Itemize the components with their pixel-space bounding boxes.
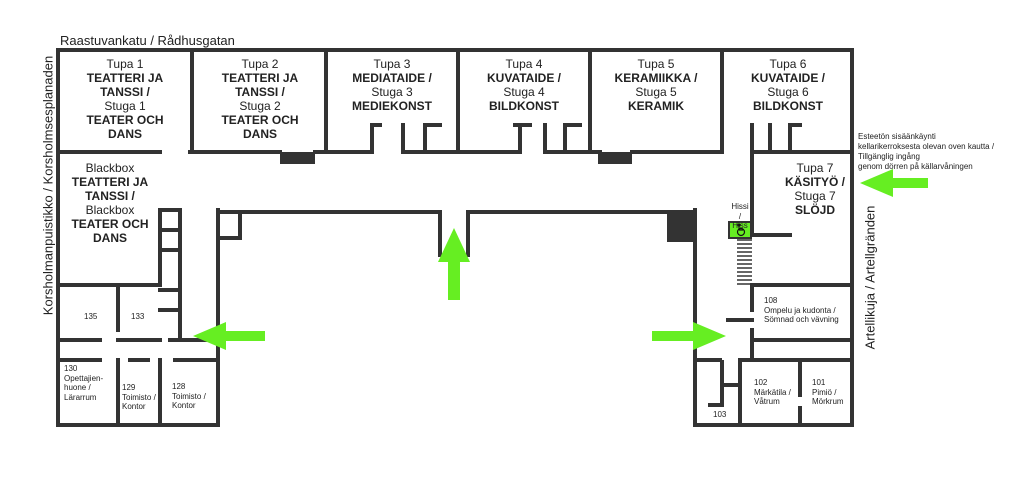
room-number: Blackbox: [85, 161, 135, 175]
room-number: 129: [122, 383, 136, 392]
room-tupa-6: Tupa 6 KUVATAIDE / Stuga 6 BILDKONST: [726, 57, 850, 113]
room-tupa-4: Tupa 4 KUVATAIDE / Stuga 4 BILDKONST: [460, 57, 588, 113]
room-135: 135: [84, 312, 98, 321]
room-name: Pimiö /: [812, 387, 837, 397]
room-number-sv: Stuga 6: [767, 85, 809, 99]
room-name: Sömnad och vävning: [764, 315, 839, 324]
room-name-fi: KERAMIIKKA /: [614, 71, 698, 85]
accessible-entrance-note: Esteetön sisäänkäynti kellarikerroksesta…: [858, 132, 994, 172]
room-tupa-5: Tupa 5 KERAMIIKKA / Stuga 5 KERAMIK: [592, 57, 720, 113]
room-name: Kontor: [172, 401, 196, 410]
room-name-fi: TEATTERI JA: [71, 175, 149, 189]
room-101: 101 Pimiö / Mörkrum: [812, 378, 844, 407]
room-number: Tupa 7: [796, 161, 834, 175]
room-name: Toimisto /: [172, 391, 206, 401]
room-129: 129 Toimisto / Kontor: [122, 383, 156, 412]
room-name: Ompelu ja kudonta /: [764, 305, 836, 315]
room-102: 102 Märkätila / Våtrum: [754, 378, 791, 407]
room-name-fi: KUVATAIDE /: [751, 71, 825, 85]
room-name: Mörkrum: [812, 397, 844, 406]
room-name-sv: TEATER OCH: [71, 217, 149, 231]
room-number: Tupa 2: [241, 57, 279, 71]
room-name: Toimisto /: [122, 392, 156, 402]
room-name: Våtrum: [754, 397, 780, 406]
room-name-sv: BILDKONST: [753, 99, 823, 113]
room-133: 133: [131, 312, 145, 321]
room-name-fi: TANSSI /: [85, 189, 135, 203]
room-number: Tupa 6: [769, 57, 807, 71]
room-130: 130 Opettajien- huone / Lärarrum: [64, 364, 103, 402]
room-number-sv: Stuga 7: [794, 189, 836, 203]
room-name-sv: DANS: [92, 231, 127, 245]
room-name-sv: SLÖJD: [794, 203, 835, 217]
room-name: Kontor: [122, 402, 146, 411]
room-tupa-1: Tupa 1 TEATTERI JA TANSSI / Stuga 1 TEAT…: [62, 57, 188, 141]
street-top: Raastuvankatu / Rådhusgatan: [60, 33, 235, 48]
room-name-sv: TEATER OCH: [221, 113, 299, 127]
room-number: 128: [172, 382, 186, 391]
room-number: 101: [812, 378, 826, 387]
note-line: kellarikerroksesta olevan oven kautta /: [858, 142, 995, 151]
note-line: Esteetön sisäänkäynti: [858, 132, 936, 141]
room-name-fi: TANSSI /: [235, 85, 285, 99]
room-name-sv: DANS: [107, 127, 142, 141]
elevator-label-fi: Hissi /: [731, 202, 749, 221]
stairs: [737, 239, 752, 285]
room-name: Lärarrum: [64, 392, 97, 402]
room-name-fi: MEDIATAIDE /: [352, 71, 432, 85]
room-128: 128 Toimisto / Kontor: [172, 382, 206, 411]
room-blackbox: Blackbox TEATTERI JA TANSSI / Blackbox T…: [60, 161, 160, 245]
room-tupa-3: Tupa 3 MEDIATAIDE / Stuga 3 MEDIEKONST: [328, 57, 456, 113]
room-tupa-2: Tupa 2 TEATTERI JA TANSSI / Stuga 2 TEAT…: [196, 57, 324, 141]
room-name-fi: KÄSITYÖ /: [784, 175, 845, 189]
note-line: genom dörren på källarvåningen: [858, 162, 973, 171]
room-number: Tupa 5: [637, 57, 675, 71]
note-line: Tillgänglig ingång: [858, 152, 920, 161]
elevator-label-sv: Hiss: [732, 221, 748, 230]
wheelchair-icon: [736, 223, 746, 237]
room-number: Tupa 1: [106, 57, 144, 71]
room-number-sv: Stuga 4: [503, 85, 545, 99]
room-number-sv: Stuga 3: [371, 85, 413, 99]
room-number: 102: [754, 378, 768, 387]
room-108: 108 Ompelu ja kudonta / Sömnad och vävni…: [764, 296, 839, 325]
room-number: 108: [764, 296, 778, 305]
room-number: Tupa 4: [505, 57, 543, 71]
room-name: Märkätila /: [754, 387, 791, 397]
room-number: Tupa 3: [373, 57, 411, 71]
room-name-sv: KERAMIK: [628, 99, 684, 113]
street-left: Korsholmanpuistikko / Korsholmsesplanade…: [40, 55, 56, 316]
room-name-fi: TEATTERI JA: [221, 71, 299, 85]
room-number: 130: [64, 364, 78, 373]
street-right: Artellikuja / Artellgränden: [862, 205, 878, 350]
room-number-sv: Blackbox: [85, 203, 135, 217]
elevator-label: Hissi / Hiss: [730, 202, 750, 231]
room-name-sv: BILDKONST: [489, 99, 559, 113]
room-103: 103: [713, 410, 727, 419]
room-name-sv: TEATER OCH: [86, 113, 164, 127]
room-name-fi: TANSSI /: [100, 85, 150, 99]
room-name-sv: MEDIEKONST: [351, 99, 432, 113]
room-number-sv: Stuga 1: [104, 99, 146, 113]
room-number-sv: Stuga 5: [635, 85, 677, 99]
room-name-fi: TEATTERI JA: [86, 71, 164, 85]
arrow-icon: [193, 169, 928, 350]
room-name-sv: DANS: [242, 127, 277, 141]
room-tupa-7: Tupa 7 KÄSITYÖ / Stuga 7 SLÖJD: [768, 161, 862, 217]
room-number-sv: Stuga 2: [239, 99, 281, 113]
room-name-fi: KUVATAIDE /: [487, 71, 561, 85]
room-name: huone /: [64, 383, 91, 392]
room-name: Opettajien-: [64, 373, 104, 383]
